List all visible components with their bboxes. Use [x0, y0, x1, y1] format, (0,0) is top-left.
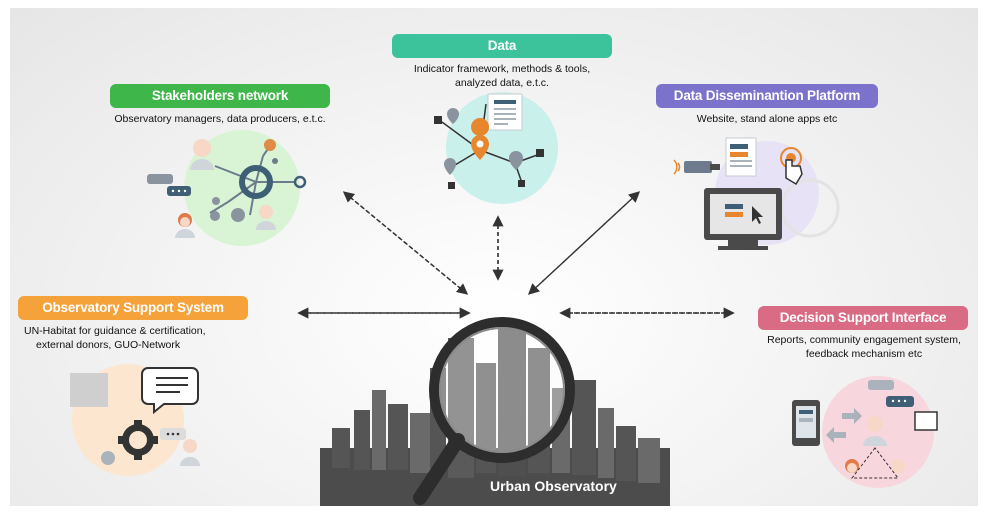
arrow-from-platform — [527, 192, 639, 295]
decision-desc-line2: feedback mechanism etc — [805, 348, 923, 360]
support-illustration — [70, 364, 200, 476]
decision-illustration — [792, 376, 938, 488]
data-desc-line1: Indicator framework, methods & tools, — [413, 63, 591, 75]
support-desc-line1: UN-Habitat for guidance & certification, — [24, 325, 206, 337]
data-bubble — [446, 92, 558, 204]
decision-title: Decision Support Interface — [758, 306, 968, 330]
data-title: Data — [392, 34, 612, 58]
data-description: Indicator framework, methods & tools, an… — [392, 62, 612, 90]
support-desc-line2: external donors, GUO-Network — [36, 339, 181, 351]
arrow-from-stakeholders — [344, 192, 469, 295]
decision-desc-line1: Reports, community engagement system, — [767, 334, 961, 346]
stakeholders-illustration — [147, 130, 307, 246]
decision-description: Reports, community engagement system, fe… — [758, 333, 970, 361]
data-desc-line2: analyzed data, e.t.c. — [455, 77, 549, 89]
platform-description: Website, stand alone apps etc — [696, 113, 838, 125]
magnifier-icon — [413, 317, 575, 505]
diagram-artwork — [70, 92, 938, 506]
connector-arrows — [297, 191, 735, 319]
diagram-canvas: Data Indicator framework, methods & tool… — [10, 8, 978, 506]
platform-illustration — [673, 137, 840, 250]
support-title: Observatory Support System — [18, 296, 248, 320]
stakeholders-description: Observatory managers, data producers, e.… — [114, 113, 326, 125]
platform-title: Data Disseminantion Platform — [656, 84, 878, 108]
data-illustration — [434, 92, 558, 204]
center-label: Urban Observatory — [490, 478, 617, 494]
stakeholders-title: Stakeholders network — [110, 84, 330, 108]
support-description: UN-Habitat for guidance & certification,… — [24, 324, 274, 352]
